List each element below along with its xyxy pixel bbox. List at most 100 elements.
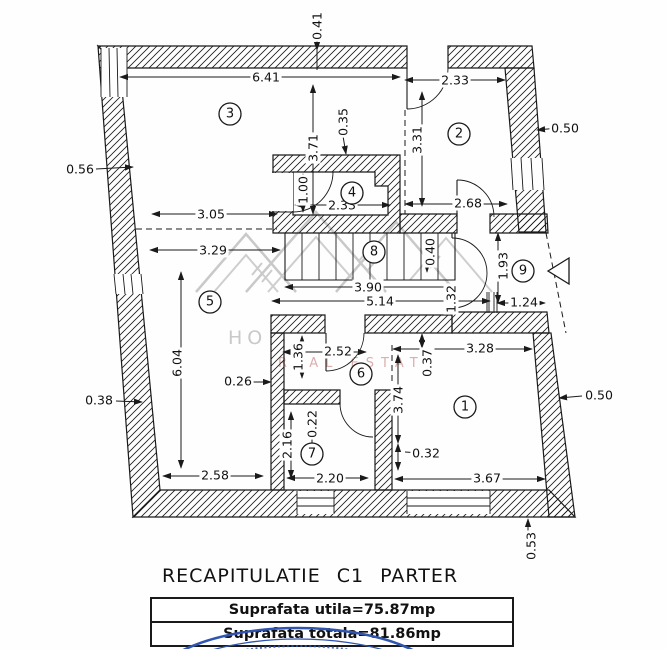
svg-text:3.29: 3.29 [199, 243, 227, 258]
svg-text:3: 3 [226, 107, 234, 122]
dimension-label: 0.35 [335, 106, 351, 138]
svg-text:2.58: 2.58 [201, 468, 229, 483]
window-top-left [100, 47, 128, 98]
svg-text:3.71: 3.71 [306, 134, 321, 162]
dimension-label: 0.22 [304, 408, 320, 440]
dimension-label: 3.90 [352, 279, 384, 295]
dimension-label: 0.37 [419, 347, 435, 379]
room-number-2: 2 [447, 122, 471, 146]
svg-text:0.40: 0.40 [423, 238, 438, 266]
svg-text:0.26: 0.26 [224, 374, 252, 389]
window-bottom-room7 [296, 491, 335, 514]
dimension-label: 0.26 [222, 373, 254, 389]
dimension-label: 1.32 [443, 283, 459, 315]
svg-text:1.24: 1.24 [510, 295, 538, 310]
table-row-suprafata-utila: Suprafata utila=75.87mp [228, 602, 436, 618]
dimension-label: 1.93 [495, 250, 511, 282]
dimension-label: 3.05 [195, 206, 227, 222]
svg-text:3.74: 3.74 [391, 386, 406, 414]
dimension-label: 2.16 [279, 429, 295, 461]
window-left-wall [113, 273, 144, 295]
svg-text:2.20: 2.20 [316, 471, 344, 486]
svg-text:0.50: 0.50 [585, 388, 613, 403]
svg-text:2.52: 2.52 [324, 344, 352, 359]
staircase [284, 232, 456, 281]
svg-text:2.16: 2.16 [280, 431, 295, 459]
dimension-label: 6.41 [250, 69, 282, 85]
svg-text:5: 5 [206, 295, 214, 310]
plan-title: RECAPITULATIE C1 PARTER [161, 565, 459, 587]
svg-text:1.32: 1.32 [444, 285, 459, 313]
dimension-label: 5.14 [364, 293, 396, 309]
room-number-7: 7 [300, 442, 324, 466]
dimension-label: 0.50 [583, 387, 615, 403]
dimension-label: 2.33 [439, 72, 471, 88]
svg-text:0.22: 0.22 [305, 410, 320, 438]
svg-text:3.67: 3.67 [473, 471, 501, 486]
entrance-arrow-marker [546, 256, 570, 286]
room-numbers: 1 2 3 4 5 6 7 8 9 [198, 102, 535, 466]
room-number-4: 4 [340, 181, 364, 205]
dimension-label: 3.29 [197, 242, 229, 258]
room-number-9: 9 [511, 259, 535, 283]
dimension-label: 1.00 [295, 174, 311, 206]
dimension-label: 3.67 [471, 470, 503, 486]
svg-text:5.14: 5.14 [366, 294, 394, 309]
svg-text:4: 4 [348, 186, 356, 201]
dashed-boundaries [136, 110, 567, 390]
svg-text:6.41: 6.41 [252, 70, 280, 85]
svg-text:1.36: 1.36 [291, 343, 306, 371]
room-number-8: 8 [362, 240, 386, 264]
svg-text:8: 8 [370, 245, 378, 260]
dimension-label: 2.52 [322, 343, 354, 359]
svg-text:2.33: 2.33 [441, 73, 469, 88]
dimension-label: 0.38 [83, 392, 115, 408]
svg-text:0.35: 0.35 [336, 108, 351, 136]
svg-text:0.38: 0.38 [85, 393, 113, 408]
svg-text:0.37: 0.37 [420, 349, 435, 377]
dimension-label: 3.31 [409, 124, 425, 156]
watermark-text-fragment: REAL ESTATE [278, 356, 440, 371]
dimension-label: 0.56 [64, 161, 96, 177]
svg-text:0.32: 0.32 [412, 446, 440, 461]
windows [100, 47, 545, 514]
dimension-label: 2.20 [314, 470, 346, 486]
watermark-text-fragment: HO [228, 327, 267, 349]
dimension-label: 0.53 [523, 530, 539, 562]
dimension-label: 1.36 [290, 341, 306, 373]
svg-text:6.04: 6.04 [170, 349, 185, 377]
room-number-3: 3 [218, 102, 242, 126]
dimension-label: 0.50 [549, 120, 581, 136]
dimension-label: 0.41 [309, 10, 325, 42]
svg-text:1: 1 [461, 400, 469, 415]
svg-text:3.31: 3.31 [410, 126, 425, 154]
svg-text:7: 7 [308, 447, 316, 462]
svg-text:2: 2 [455, 127, 463, 142]
window-right-wall-room2 [510, 157, 545, 191]
window-bottom-room1 [406, 491, 491, 514]
door-room7 [339, 402, 374, 438]
svg-text:3.90: 3.90 [354, 280, 382, 295]
svg-text:1.00: 1.00 [296, 176, 311, 204]
room-number-1: 1 [453, 395, 477, 419]
svg-text:1.93: 1.93 [496, 252, 511, 280]
dimension-label: 3.71 [305, 132, 321, 164]
dimension-label: 0.40 [422, 236, 438, 268]
svg-text:0.53: 0.53 [524, 532, 539, 560]
dimension-label: 1.24 [508, 294, 540, 310]
svg-text:0.50: 0.50 [551, 121, 579, 136]
svg-text:3.28: 3.28 [466, 341, 494, 356]
window-hall-room9 [486, 292, 498, 313]
room-number-6: 6 [349, 362, 373, 386]
svg-text:9: 9 [519, 264, 527, 279]
svg-text:0.56: 0.56 [66, 162, 94, 177]
dimension-label: 3.74 [390, 384, 406, 416]
svg-text:2.68: 2.68 [454, 196, 482, 211]
table-row-suprafata-totala: Suprafata totala=81.86mp [152, 621, 512, 645]
svg-text:6: 6 [357, 367, 365, 382]
dimension-label: 3.28 [464, 340, 496, 356]
room-number-5: 5 [198, 290, 222, 314]
